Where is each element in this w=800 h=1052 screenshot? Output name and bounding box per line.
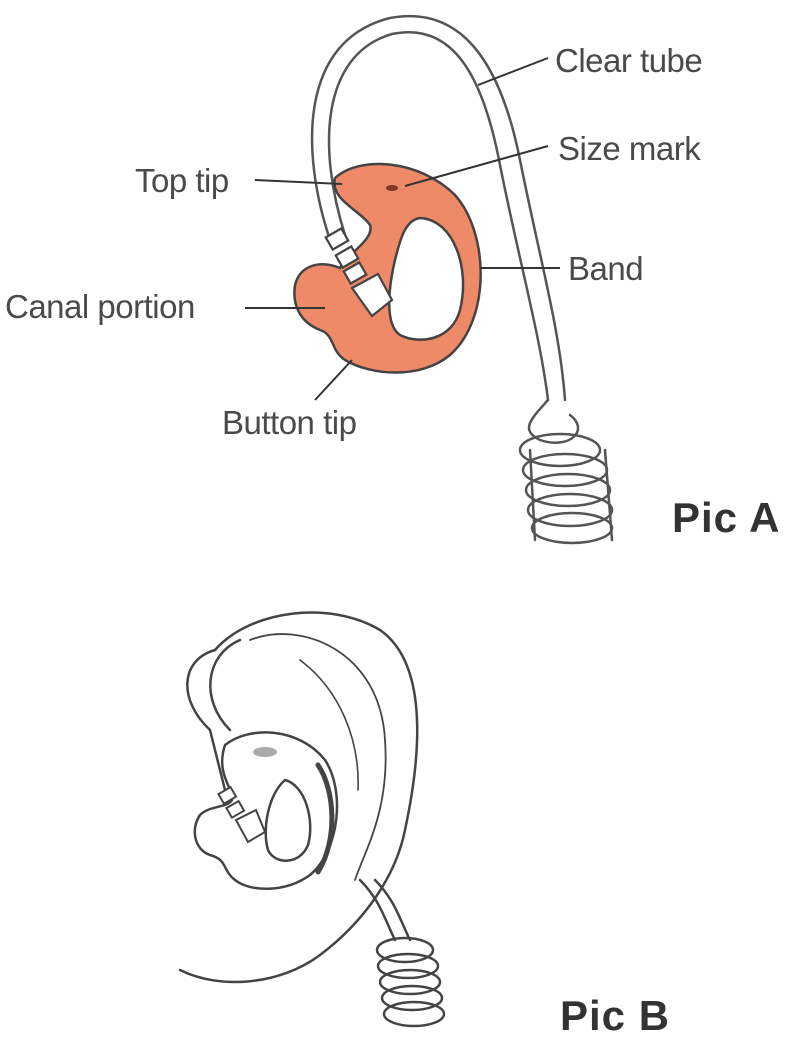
label-clear-tube: Clear tube [555,42,703,79]
pic-a-title: Pic A [672,494,781,541]
label-band: Band [568,250,644,287]
coiled-tube [518,398,614,545]
coiled-tube-b [375,936,446,1028]
earmold [293,162,482,374]
leader-lines [245,57,560,401]
pic-b-title: Pic B [560,992,671,1039]
band-opening [388,216,465,341]
pic-a-illustration [310,15,614,545]
label-size-mark: Size mark [558,130,701,167]
clear-tube [310,15,567,402]
size-mark [386,185,398,191]
label-button-tip: Button tip [222,404,357,441]
label-canal-portion: Canal portion [5,288,195,325]
label-top-tip: Top tip [135,162,229,199]
ear-outline [178,611,419,984]
pic-b-illustration [178,611,446,1028]
